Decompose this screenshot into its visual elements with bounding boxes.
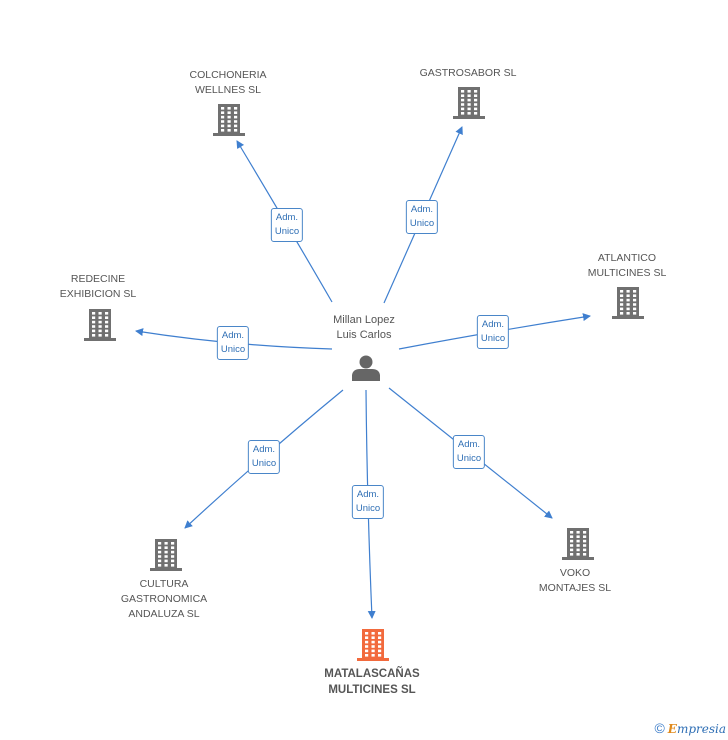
edge-role-label[interactable]: Adm. Unico <box>247 440 281 474</box>
building-icon[interactable] <box>213 104 245 136</box>
brand-initial: E <box>667 722 677 736</box>
company-name-matalascanas: MATALASCAÑAS MULTICINES SL <box>324 668 420 696</box>
company-name-redecine: REDECINE EXHIBICION SL <box>59 273 137 300</box>
company-name-cultura: CULTURA GASTRONOMICA ANDALUZA SL <box>120 578 208 620</box>
edge-role-label[interactable]: Adm. Unico <box>405 200 439 234</box>
company-name-colchoneria: COLCHONERIA WELLNES SL <box>189 69 267 96</box>
person-name: Millan Lopez Luis Carlos <box>333 314 395 341</box>
edge-role-label[interactable]: Adm. Unico <box>452 435 486 469</box>
main-company-building-icon[interactable] <box>357 629 389 661</box>
edge-role-label[interactable]: Adm. Unico <box>270 208 304 242</box>
edge-role-label[interactable]: Adm. Unico <box>216 326 250 360</box>
company-name-atlantico: ATLANTICO MULTICINES SL <box>587 252 667 279</box>
building-icon[interactable] <box>453 87 485 119</box>
footer-brand: ©Empresia <box>654 720 726 736</box>
company-name-gastrosabor: GASTROSABOR SL <box>419 67 517 79</box>
company-name-voko: VOKO MONTAJES SL <box>538 567 612 594</box>
building-icon[interactable] <box>562 528 594 560</box>
edge-role-label[interactable]: Adm. Unico <box>351 485 385 519</box>
brand-name: mpresia <box>676 722 726 736</box>
building-icon[interactable] <box>84 309 116 341</box>
building-icon[interactable] <box>150 539 182 571</box>
edge-role-label[interactable]: Adm. Unico <box>476 315 510 349</box>
building-icon[interactable] <box>612 287 644 319</box>
person-icon[interactable] <box>352 355 380 382</box>
copyright-symbol: © <box>654 720 665 736</box>
